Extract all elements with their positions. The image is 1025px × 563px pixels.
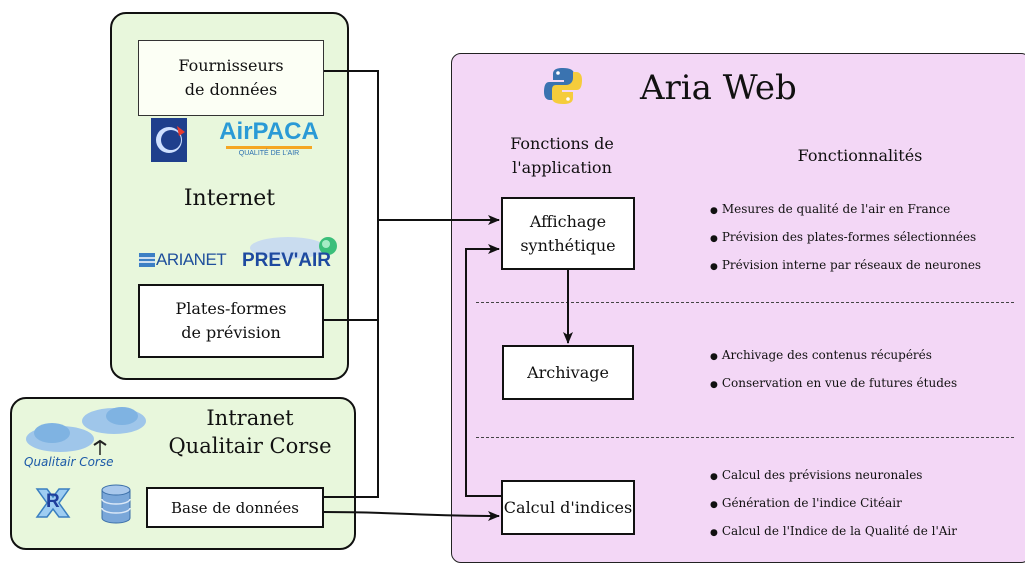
feature-text: Archivage des contenus récupérés xyxy=(721,348,932,362)
affichage-box: Affichage synthétique xyxy=(501,197,635,270)
feature-text: Calcul des prévisions neuronales xyxy=(721,468,923,482)
arianet-logo: ARIANET xyxy=(139,248,229,272)
functions-header: Fonctions de l'application xyxy=(492,132,632,180)
feature-item: ●Calcul de l'Indice de la Qualité de l'A… xyxy=(710,524,958,538)
section-divider xyxy=(476,302,1014,303)
qualitair-logo-text: Qualitair Corse xyxy=(24,455,114,469)
affichage-line2: synthétique xyxy=(520,235,616,255)
airpaca-logo: AirPACA QUALITÉ DE L'AIR xyxy=(214,118,324,164)
platforms-line2: de prévision xyxy=(181,323,281,342)
ministry-logo xyxy=(151,118,187,162)
feature-item: ●Archivage des contenus récupérés xyxy=(710,348,932,362)
calcul-box: Calcul d'indices xyxy=(501,480,635,535)
intranet-title: Intranet Qualitair Corse xyxy=(150,404,350,460)
feature-text: Calcul de l'Indice de la Qualité de l'Ai… xyxy=(721,524,958,538)
airpaca-logo-text: AirPACA xyxy=(219,118,319,145)
r-logo: R xyxy=(35,485,71,521)
providers-box: Fournisseurs de données xyxy=(138,40,324,116)
aria-web-panel xyxy=(451,53,1025,563)
internet-title: Internet xyxy=(183,186,276,211)
feature-text: Prévision des plates-formes sélectionnée… xyxy=(721,230,977,244)
calcul-features: ●Calcul des prévisions neuronales ●Génér… xyxy=(710,462,957,546)
database-label: Base de données xyxy=(171,498,299,517)
arianet-logo-text: ARIANET xyxy=(156,250,227,269)
feature-item: ●Prévision des plates-formes sélectionné… xyxy=(710,230,977,244)
airpaca-logo-underline xyxy=(226,146,312,149)
affichage-features: ●Mesures de qualité de l'air en France ●… xyxy=(710,196,981,280)
feature-text: Mesures de qualité de l'air en France xyxy=(721,202,951,216)
providers-line1: Fournisseurs xyxy=(178,56,284,75)
airpaca-logo-subtext: QUALITÉ DE L'AIR xyxy=(238,150,300,157)
arianet-icon xyxy=(139,253,155,267)
feature-text: Conservation en vue de futures études xyxy=(721,376,958,390)
archivage-box: Archivage xyxy=(502,345,634,400)
intranet-title-line2: Qualitair Corse xyxy=(168,434,332,458)
feature-item: ●Calcul des prévisions neuronales xyxy=(710,468,923,482)
platforms-box: Plates-formes de prévision xyxy=(138,284,324,358)
qualitair-logo: Qualitair Corse xyxy=(22,405,147,471)
prevair-logo-text: PREV'AIR xyxy=(242,250,331,271)
section-divider xyxy=(476,437,1014,438)
intranet-title-line1: Intranet xyxy=(206,406,294,430)
aria-web-title: Aria Web xyxy=(640,68,797,108)
platforms-line1: Plates-formes xyxy=(175,299,287,318)
archivage-label: Archivage xyxy=(527,362,609,382)
providers-line2: de données xyxy=(184,80,278,99)
feature-item: ●Génération de l'indice Citéair xyxy=(710,496,902,510)
functions-header-line2: l'application xyxy=(512,158,612,177)
python-icon xyxy=(543,66,583,106)
feature-text: Génération de l'indice Citéair xyxy=(721,496,902,510)
feature-item: ●Prévision interne par réseaux de neuron… xyxy=(710,258,982,272)
archivage-features: ●Archivage des contenus récupérés ●Conse… xyxy=(710,342,957,398)
feature-item: ●Mesures de qualité de l'air en France xyxy=(710,202,951,216)
functions-header-line1: Fonctions de xyxy=(510,134,614,153)
providers-connector xyxy=(324,70,379,498)
prevair-logo: PREV'AIR xyxy=(240,234,340,274)
features-header: Fonctionnalités xyxy=(797,146,923,165)
calcul-to-affichage-arrow xyxy=(465,244,501,497)
affichage-line1: Affichage xyxy=(529,211,607,231)
feature-text: Prévision interne par réseaux de neurone… xyxy=(721,258,982,272)
feature-item: ●Conservation en vue de futures études xyxy=(710,376,958,390)
database-to-calcul-arrow xyxy=(323,510,500,521)
calcul-label: Calcul d'indices xyxy=(503,497,633,517)
database-box: Base de données xyxy=(146,487,324,528)
database-icon xyxy=(100,484,132,524)
r-logo-text: R xyxy=(46,491,60,512)
